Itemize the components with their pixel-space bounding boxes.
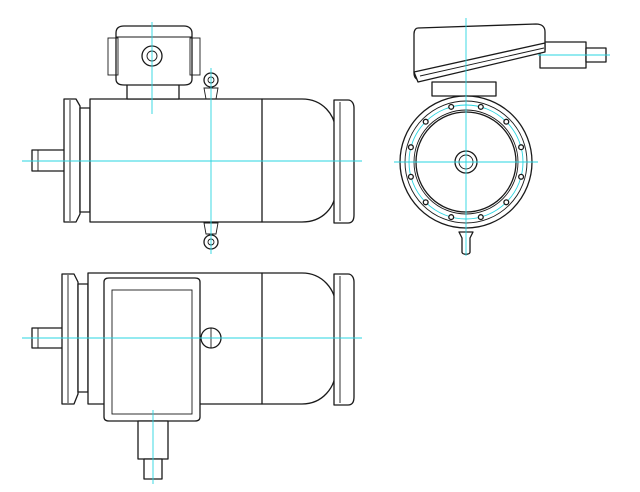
top-left-flange bbox=[61, 273, 79, 405]
front-terminal-box-left-tab bbox=[107, 37, 119, 76]
end-view bbox=[394, 18, 610, 256]
front-view bbox=[22, 22, 362, 254]
end-bolt-hole bbox=[477, 214, 484, 221]
front-bottom-lifting-eye-base bbox=[203, 222, 219, 235]
top-view bbox=[22, 272, 362, 484]
end-bolt-hole bbox=[422, 199, 429, 206]
front-terminal-box-right-tab bbox=[189, 37, 201, 76]
end-bolt-hole bbox=[448, 103, 455, 110]
top-terminal-box bbox=[103, 277, 201, 422]
front-motor-body bbox=[89, 98, 337, 223]
end-bolt-hole bbox=[477, 103, 484, 110]
end-bolt-hole bbox=[422, 118, 429, 125]
end-bolt-hole bbox=[448, 214, 455, 221]
front-terminal-box-base bbox=[126, 83, 180, 100]
end-bolt-hole bbox=[503, 118, 510, 125]
top-end-cap bbox=[333, 273, 355, 406]
end-terminal-box-base bbox=[431, 81, 497, 97]
front-end-cap bbox=[333, 99, 355, 224]
top-terminal-box-lid bbox=[111, 289, 193, 415]
end-bolt-hole bbox=[518, 144, 525, 151]
end-bolt-hole bbox=[407, 173, 414, 180]
front-top-lifting-eye-base bbox=[203, 87, 219, 100]
end-bolt-holes bbox=[407, 103, 525, 221]
end-bolt-hole bbox=[407, 144, 414, 151]
front-shaft bbox=[31, 149, 69, 172]
end-terminal-box-gasket-line bbox=[419, 47, 545, 77]
end-bolt-hole bbox=[518, 173, 525, 180]
front-flange-collar bbox=[79, 107, 91, 213]
end-bolt-hole bbox=[503, 199, 510, 206]
front-left-flange bbox=[63, 98, 81, 223]
